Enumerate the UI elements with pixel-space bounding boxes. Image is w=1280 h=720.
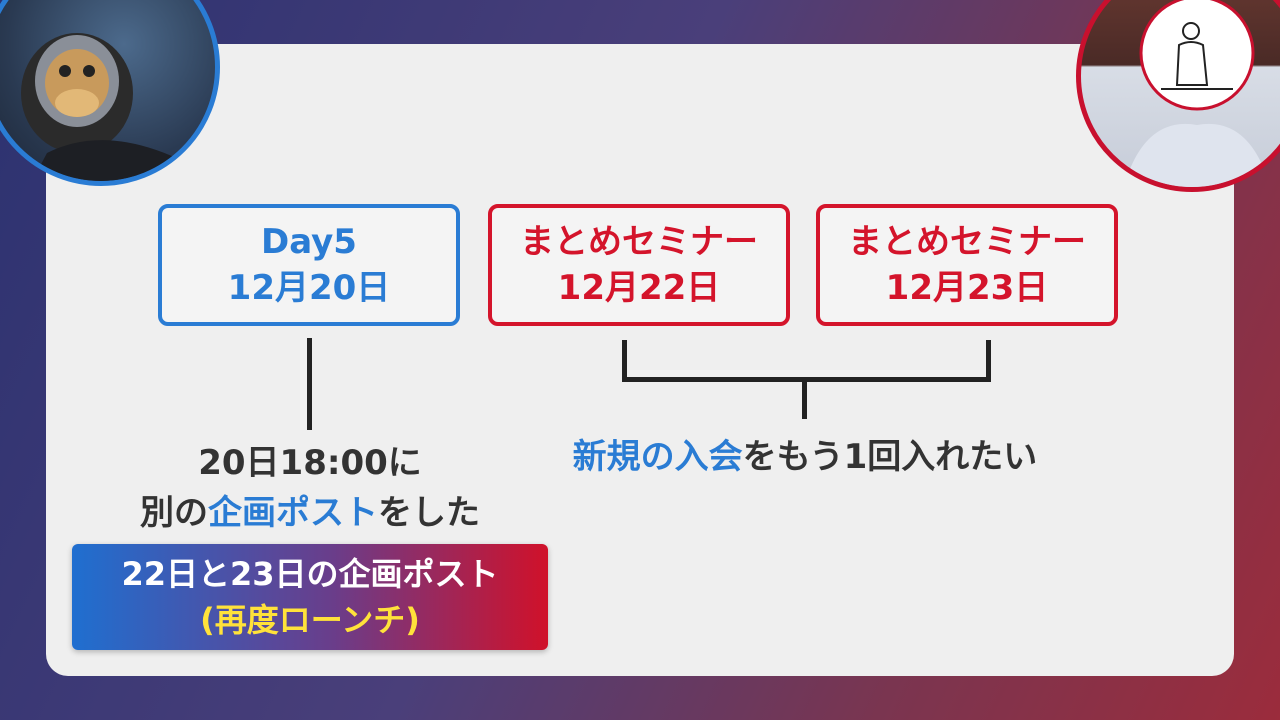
day5-box: Day5 12月20日 <box>158 204 460 326</box>
left-caption-highlight: 企画ポスト <box>208 493 378 533</box>
right-caption: 新規の入会をもう1回入れたい <box>500 432 1110 482</box>
box-title: まとめセミナー <box>848 222 1086 262</box>
box-title: まとめセミナー <box>520 222 758 262</box>
seminar-23-box: まとめセミナー 12月23日 <box>816 204 1118 326</box>
right-caption-suffix: をもう1回入れたい <box>742 437 1038 477</box>
left-caption-line2: 別の企画ポストをした <box>80 488 540 538</box>
seminar-22-box: まとめセミナー 12月22日 <box>488 204 790 326</box>
relaunch-title: 22日と23日の企画ポスト <box>121 555 499 593</box>
relaunch-box: 22日と23日の企画ポスト (再度ローンチ) <box>72 544 548 650</box>
left-caption-line1: 20日18:00に <box>198 443 422 483</box>
box-title: Day5 <box>261 222 357 262</box>
bracket-left-arm <box>622 340 627 382</box>
bracket-right-arm <box>986 340 991 382</box>
left-caption-suffix: をした <box>378 493 480 533</box>
bracket-stem <box>802 377 807 419</box>
monkey-mask-presenter-icon <box>0 0 220 186</box>
box-date: 12月23日 <box>885 268 1049 308</box>
day5-connector-line <box>307 338 312 430</box>
relaunch-subtitle: (再度ローンチ) <box>200 601 420 639</box>
left-caption: 20日18:00に 別の企画ポストをした <box>80 438 540 538</box>
left-caption-prefix: 別の <box>140 493 208 533</box>
sketch-person-icon <box>1076 0 1280 192</box>
right-caption-highlight: 新規の入会 <box>572 437 743 477</box>
box-date: 12月20日 <box>227 268 391 308</box>
box-date: 12月22日 <box>557 268 721 308</box>
